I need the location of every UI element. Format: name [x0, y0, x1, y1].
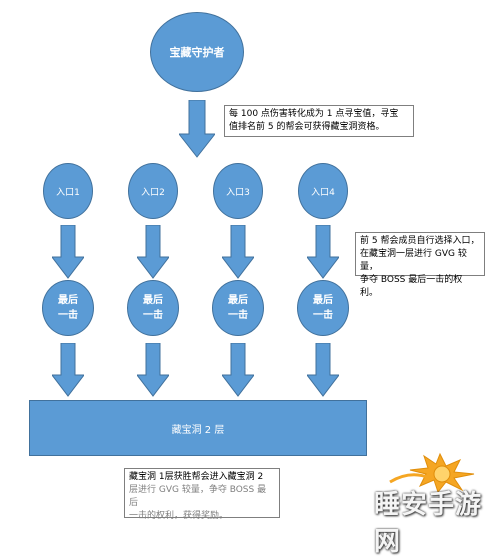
arrow-down-entry-4 — [307, 225, 339, 279]
last-hit-node-1: 最后一击 — [42, 280, 94, 336]
middle-note-line-3: 争夺 BOSS 最后一击的权利。 — [360, 275, 463, 298]
entry-node-2: 入口2 — [128, 163, 178, 219]
top-note-line-1: 每 100 点伤害转化成为 1 点寻宝值，寻宝 — [229, 109, 399, 119]
middle-note-line-2: 在藏宝洞一层进行 GVG 较量， — [360, 249, 467, 272]
arrow-down-guardian — [179, 100, 215, 158]
bottom-note-line-1: 藏宝洞 1层获胜帮会进入藏宝洞 2 — [129, 472, 264, 482]
last-hit-label: 最后一击 — [313, 295, 333, 321]
treasure-guardian-label: 宝藏守护者 — [169, 46, 225, 59]
bottom-note-line-2: 层进行 GVG 较量，争夺 BOSS 最后 — [129, 485, 267, 508]
arrow-down-last-hit-4 — [307, 343, 339, 397]
entry-label: 入口1 — [56, 187, 80, 198]
arrow-down-entry-1 — [52, 225, 84, 279]
entry-node-4: 入口4 — [298, 163, 348, 219]
last-hit-label: 最后一击 — [58, 295, 78, 321]
arrow-down-last-hit-2 — [137, 343, 169, 397]
last-hit-label: 最后一击 — [228, 295, 248, 321]
arrow-down-last-hit-3 — [222, 343, 254, 397]
top-note-line-2: 值排名前 5 的帮会可获得藏宝洞资格。 — [229, 122, 385, 132]
watermark-text: 睡安手游网 — [374, 490, 483, 557]
entry-label: 入口2 — [141, 187, 165, 198]
last-hit-node-3: 最后一击 — [212, 280, 264, 336]
top-note: 每 100 点伤害转化成为 1 点寻宝值，寻宝 值排名前 5 的帮会可获得藏宝洞… — [224, 105, 414, 137]
middle-note: 前 5 帮会成员自行选择入口， 在藏宝洞一层进行 GVG 较量， 争夺 BOSS… — [355, 232, 485, 298]
treasure-guardian-node: 宝藏守护者 — [150, 12, 244, 92]
arrow-down-entry-3 — [222, 225, 254, 279]
treasure-cave-level-2-bar: 藏宝洞 2 层 — [29, 400, 367, 456]
entry-node-3: 入口3 — [213, 163, 263, 219]
entry-node-1: 入口1 — [43, 163, 93, 219]
treasure-cave-level-2-label: 藏宝洞 2 层 — [171, 424, 225, 436]
last-hit-node-2: 最后一击 — [127, 280, 179, 336]
middle-note-line-1: 前 5 帮会成员自行选择入口， — [360, 236, 480, 246]
entry-label: 入口4 — [311, 187, 335, 198]
last-hit-node-4: 最后一击 — [297, 280, 349, 336]
9game-logo — [389, 452, 475, 492]
arrow-down-entry-2 — [137, 225, 169, 279]
bottom-note: 藏宝洞 1层获胜帮会进入藏宝洞 2 层进行 GVG 较量，争夺 BOSS 最后 … — [124, 468, 280, 521]
bottom-note-line-3: 一击的权利，获得奖励。 — [129, 511, 229, 521]
arrow-down-last-hit-1 — [52, 343, 84, 397]
last-hit-label: 最后一击 — [143, 295, 163, 321]
entry-label: 入口3 — [226, 187, 250, 198]
